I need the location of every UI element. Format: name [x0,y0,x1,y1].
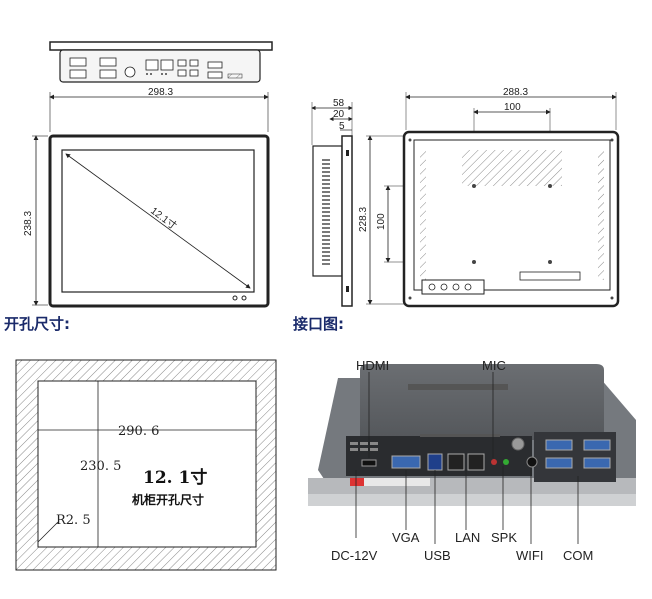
cutout-height-label: 230. 5 [80,459,121,474]
dc-label: DC-12V [331,548,378,563]
leader-lines [355,372,579,544]
hdmi-label: HDMI [356,358,389,373]
usb-label: USB [424,548,451,563]
com-label: COM [563,548,593,563]
lan-label: LAN [455,530,480,545]
front-width-label: 298.3 [148,87,173,98]
side-depth-label: 58 [333,98,345,109]
top-view [49,41,273,83]
interface-panel [308,364,636,506]
cutout-heading: 开孔尺寸: [4,315,70,333]
cutout-radius-label: R2. 5 [56,513,91,528]
cutout-caption: 机柜开孔尺寸 [132,492,204,507]
rear-view: 288.3 100 228.3 100 [358,87,620,308]
cutout-drawing: 290. 6 230. 5 12. 1寸 机柜开孔尺寸 R2. 5 [15,359,277,571]
wifi-label: WIFI [516,548,543,563]
front-height-label: 238.3 [23,211,34,236]
side-view: 58 20 5 [311,98,353,307]
rear-width-label: 288.3 [503,87,528,98]
rear-100-h-label: 100 [504,102,521,113]
interfaces-heading: 接口图: [293,315,344,333]
spk-label: SPK [491,530,517,545]
rear-height-label: 228.3 [358,207,369,232]
front-view: 298.3 238.3 12.1寸 [23,87,270,308]
side-5-label: 5 [339,121,345,132]
mic-label: MIC [482,358,506,373]
cutout-width-label: 290. 6 [118,424,159,439]
side-20-label: 20 [333,109,345,120]
cutout-size-label: 12. 1寸 [143,467,207,488]
vga-label: VGA [392,530,420,545]
rear-100-v-label: 100 [376,213,387,230]
